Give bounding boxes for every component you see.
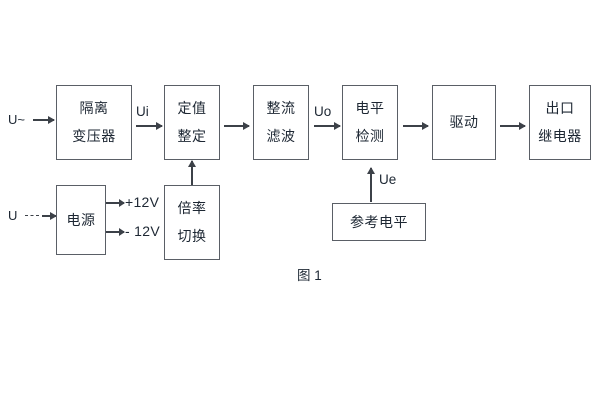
ac-input-label: U~ bbox=[8, 112, 25, 127]
power-rail-negative-label: - 12V bbox=[125, 223, 160, 239]
arrow-level-detection-to-drive bbox=[403, 125, 428, 127]
signal-label-ui: Ui bbox=[136, 104, 149, 119]
block-reference-level: 参考电平 bbox=[332, 203, 426, 241]
block-rectify-filter-line2: 滤波 bbox=[266, 128, 296, 144]
block-isolation-transformer: 隔离 变压器 bbox=[56, 85, 132, 160]
arrow-drive-to-output-relay bbox=[500, 125, 525, 127]
arrow-power-supply-positive-rail bbox=[106, 202, 124, 204]
block-multiplier-switch: 倍率 切换 bbox=[164, 185, 220, 260]
arrow-setpoint-to-rectify-filter bbox=[224, 125, 249, 127]
block-power-supply: 电源 bbox=[56, 185, 106, 255]
block-level-detection-line2: 检测 bbox=[355, 128, 385, 144]
block-rectify-filter: 整流 滤波 bbox=[253, 85, 309, 160]
block-power-supply-line1: 电源 bbox=[66, 211, 96, 228]
dc-input-dash bbox=[25, 215, 39, 216]
arrow-reference-level-to-level-detection bbox=[370, 168, 372, 202]
arrow-rectify-filter-to-level-detection bbox=[314, 125, 340, 127]
block-setpoint-setting: 定值 整定 bbox=[164, 85, 220, 160]
block-setpoint-setting-line1: 定值 bbox=[177, 100, 207, 117]
block-rectify-filter-line1: 整流 bbox=[266, 100, 296, 117]
block-output-relay-line1: 出口 bbox=[545, 100, 575, 117]
block-drive-line1: 驱动 bbox=[449, 114, 479, 131]
dc-input-label: U bbox=[8, 208, 18, 223]
arrow-ac-input-to-isolation-transformer bbox=[33, 119, 54, 121]
signal-label-uo: Uo bbox=[314, 104, 332, 119]
block-isolation-transformer-line2: 变压器 bbox=[72, 128, 116, 144]
block-isolation-transformer-line1: 隔离 bbox=[79, 100, 109, 117]
arrow-multiplier-switch-to-setpoint bbox=[191, 161, 193, 185]
block-multiplier-switch-line2: 切换 bbox=[177, 228, 207, 244]
block-output-relay: 出口 继电器 bbox=[529, 85, 591, 160]
block-setpoint-setting-line2: 整定 bbox=[177, 128, 207, 144]
block-level-detection-line1: 电平 bbox=[355, 100, 385, 117]
arrow-dc-input-to-power-supply bbox=[42, 215, 56, 217]
arrow-power-supply-negative-rail bbox=[106, 231, 124, 233]
figure-caption: 图 1 bbox=[297, 268, 322, 283]
block-output-relay-line2: 继电器 bbox=[538, 128, 582, 144]
block-reference-level-line1: 参考电平 bbox=[350, 213, 408, 230]
power-rail-positive-label: +12V bbox=[125, 194, 160, 210]
block-level-detection: 电平 检测 bbox=[342, 85, 398, 160]
block-multiplier-switch-line1: 倍率 bbox=[177, 200, 207, 217]
signal-label-ue: Ue bbox=[379, 172, 397, 187]
block-drive: 驱动 bbox=[432, 85, 496, 160]
arrow-isolation-transformer-to-setpoint bbox=[136, 125, 162, 127]
